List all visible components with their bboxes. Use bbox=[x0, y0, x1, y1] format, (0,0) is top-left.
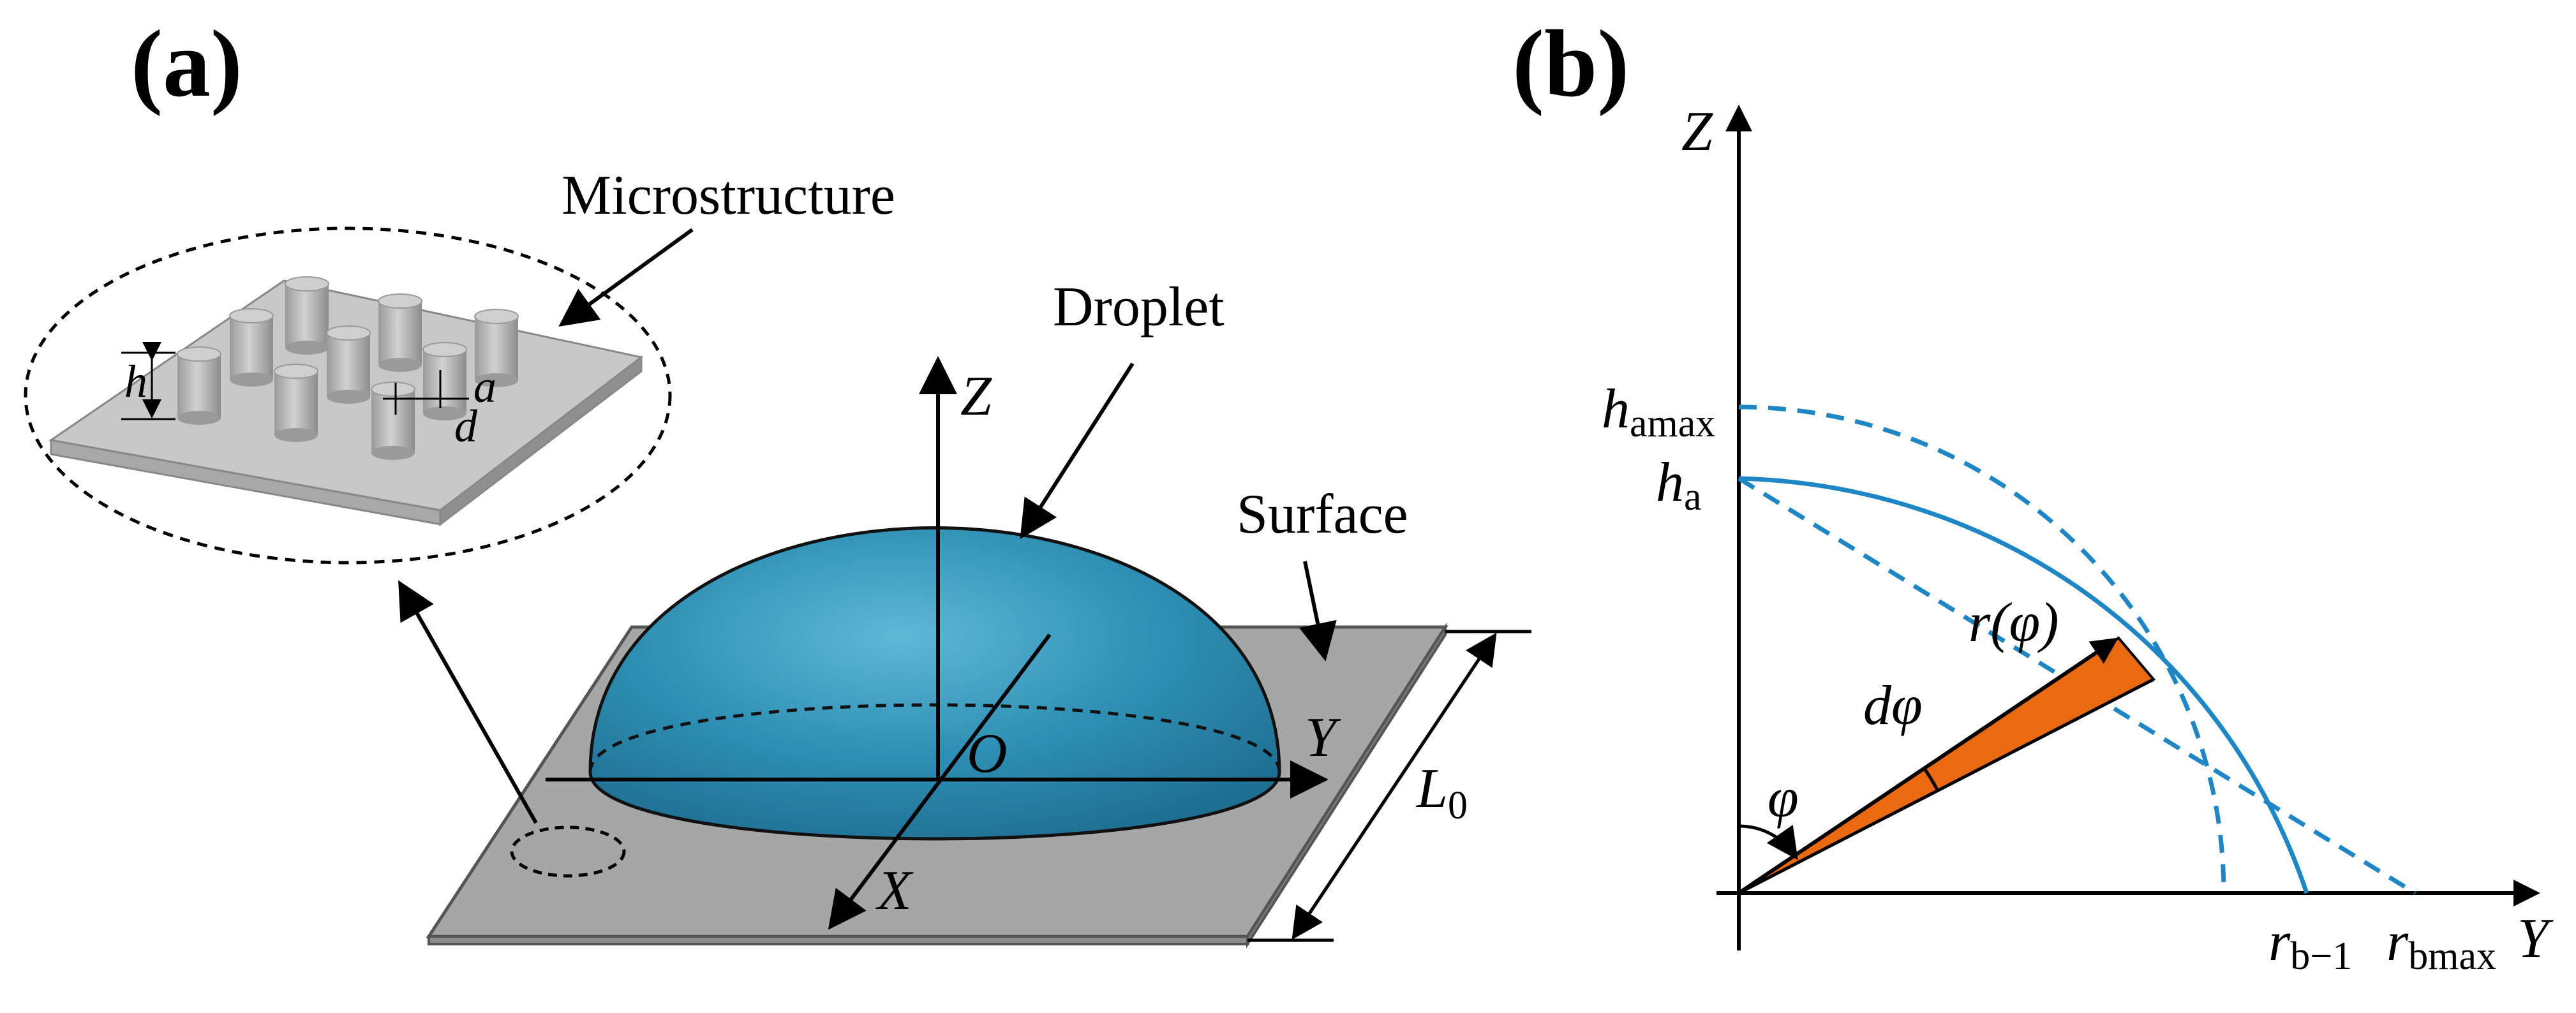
panel-a: (a) Z Y X O Droplet Surface bbox=[24, 11, 1531, 949]
axes-a bbox=[546, 356, 1329, 930]
axis-y-label-b: Y bbox=[2517, 908, 2554, 970]
droplet-shape bbox=[588, 526, 1281, 841]
axis-y-label-a: Y bbox=[1305, 707, 1341, 769]
microstructure-arrow bbox=[558, 228, 694, 327]
r-bmax-label: rbmax bbox=[2386, 911, 2496, 978]
axis-z-label-a: Z bbox=[960, 366, 992, 427]
droplet-label: Droplet bbox=[1053, 276, 1225, 338]
panel-a-label: (a) bbox=[131, 11, 242, 117]
droplet-arrow bbox=[1020, 362, 1135, 540]
pillar-spacing-label: d bbox=[454, 401, 478, 452]
phi-arc bbox=[1738, 824, 1798, 861]
surface-arrow bbox=[1299, 561, 1337, 662]
angular-wedge bbox=[1738, 636, 2156, 894]
axis-x-label-a: X bbox=[875, 860, 914, 922]
microstructure-label: Microstructure bbox=[562, 165, 895, 226]
d-phi-label: dφ bbox=[1863, 675, 1923, 737]
h-amax-label: hamax bbox=[1602, 378, 1715, 445]
length-label: L0 bbox=[1415, 758, 1468, 827]
length-dimension bbox=[1247, 630, 1531, 942]
current-contour bbox=[1738, 476, 2309, 894]
d-phi-arc bbox=[1923, 767, 1939, 791]
panel-b-label: (b) bbox=[1512, 11, 1629, 117]
magnify-arrow bbox=[398, 580, 538, 824]
axis-z-label-b: Z bbox=[1681, 101, 1713, 163]
h-a-label: ha bbox=[1656, 452, 1702, 519]
radius-label: r(φ) bbox=[1969, 592, 2059, 654]
pillar-height-label: h bbox=[124, 356, 147, 407]
origin-label: O bbox=[967, 723, 1008, 785]
r-b1-label: rb−1 bbox=[2268, 911, 2352, 978]
surface-label: Surface bbox=[1237, 484, 1408, 545]
panel-b: (b) Z Y hamax ha r(φ) dφ φ rb−1 rbmax bbox=[1512, 11, 2554, 978]
sample-region-ellipse bbox=[510, 825, 626, 878]
wedge-edge bbox=[1738, 677, 2155, 895]
radius-vector bbox=[1738, 637, 2118, 895]
pillar-array bbox=[177, 276, 519, 460]
pillar-width-label: a bbox=[473, 361, 496, 412]
phi-label: φ bbox=[1768, 767, 1799, 829]
microstructure-inset bbox=[24, 226, 672, 565]
